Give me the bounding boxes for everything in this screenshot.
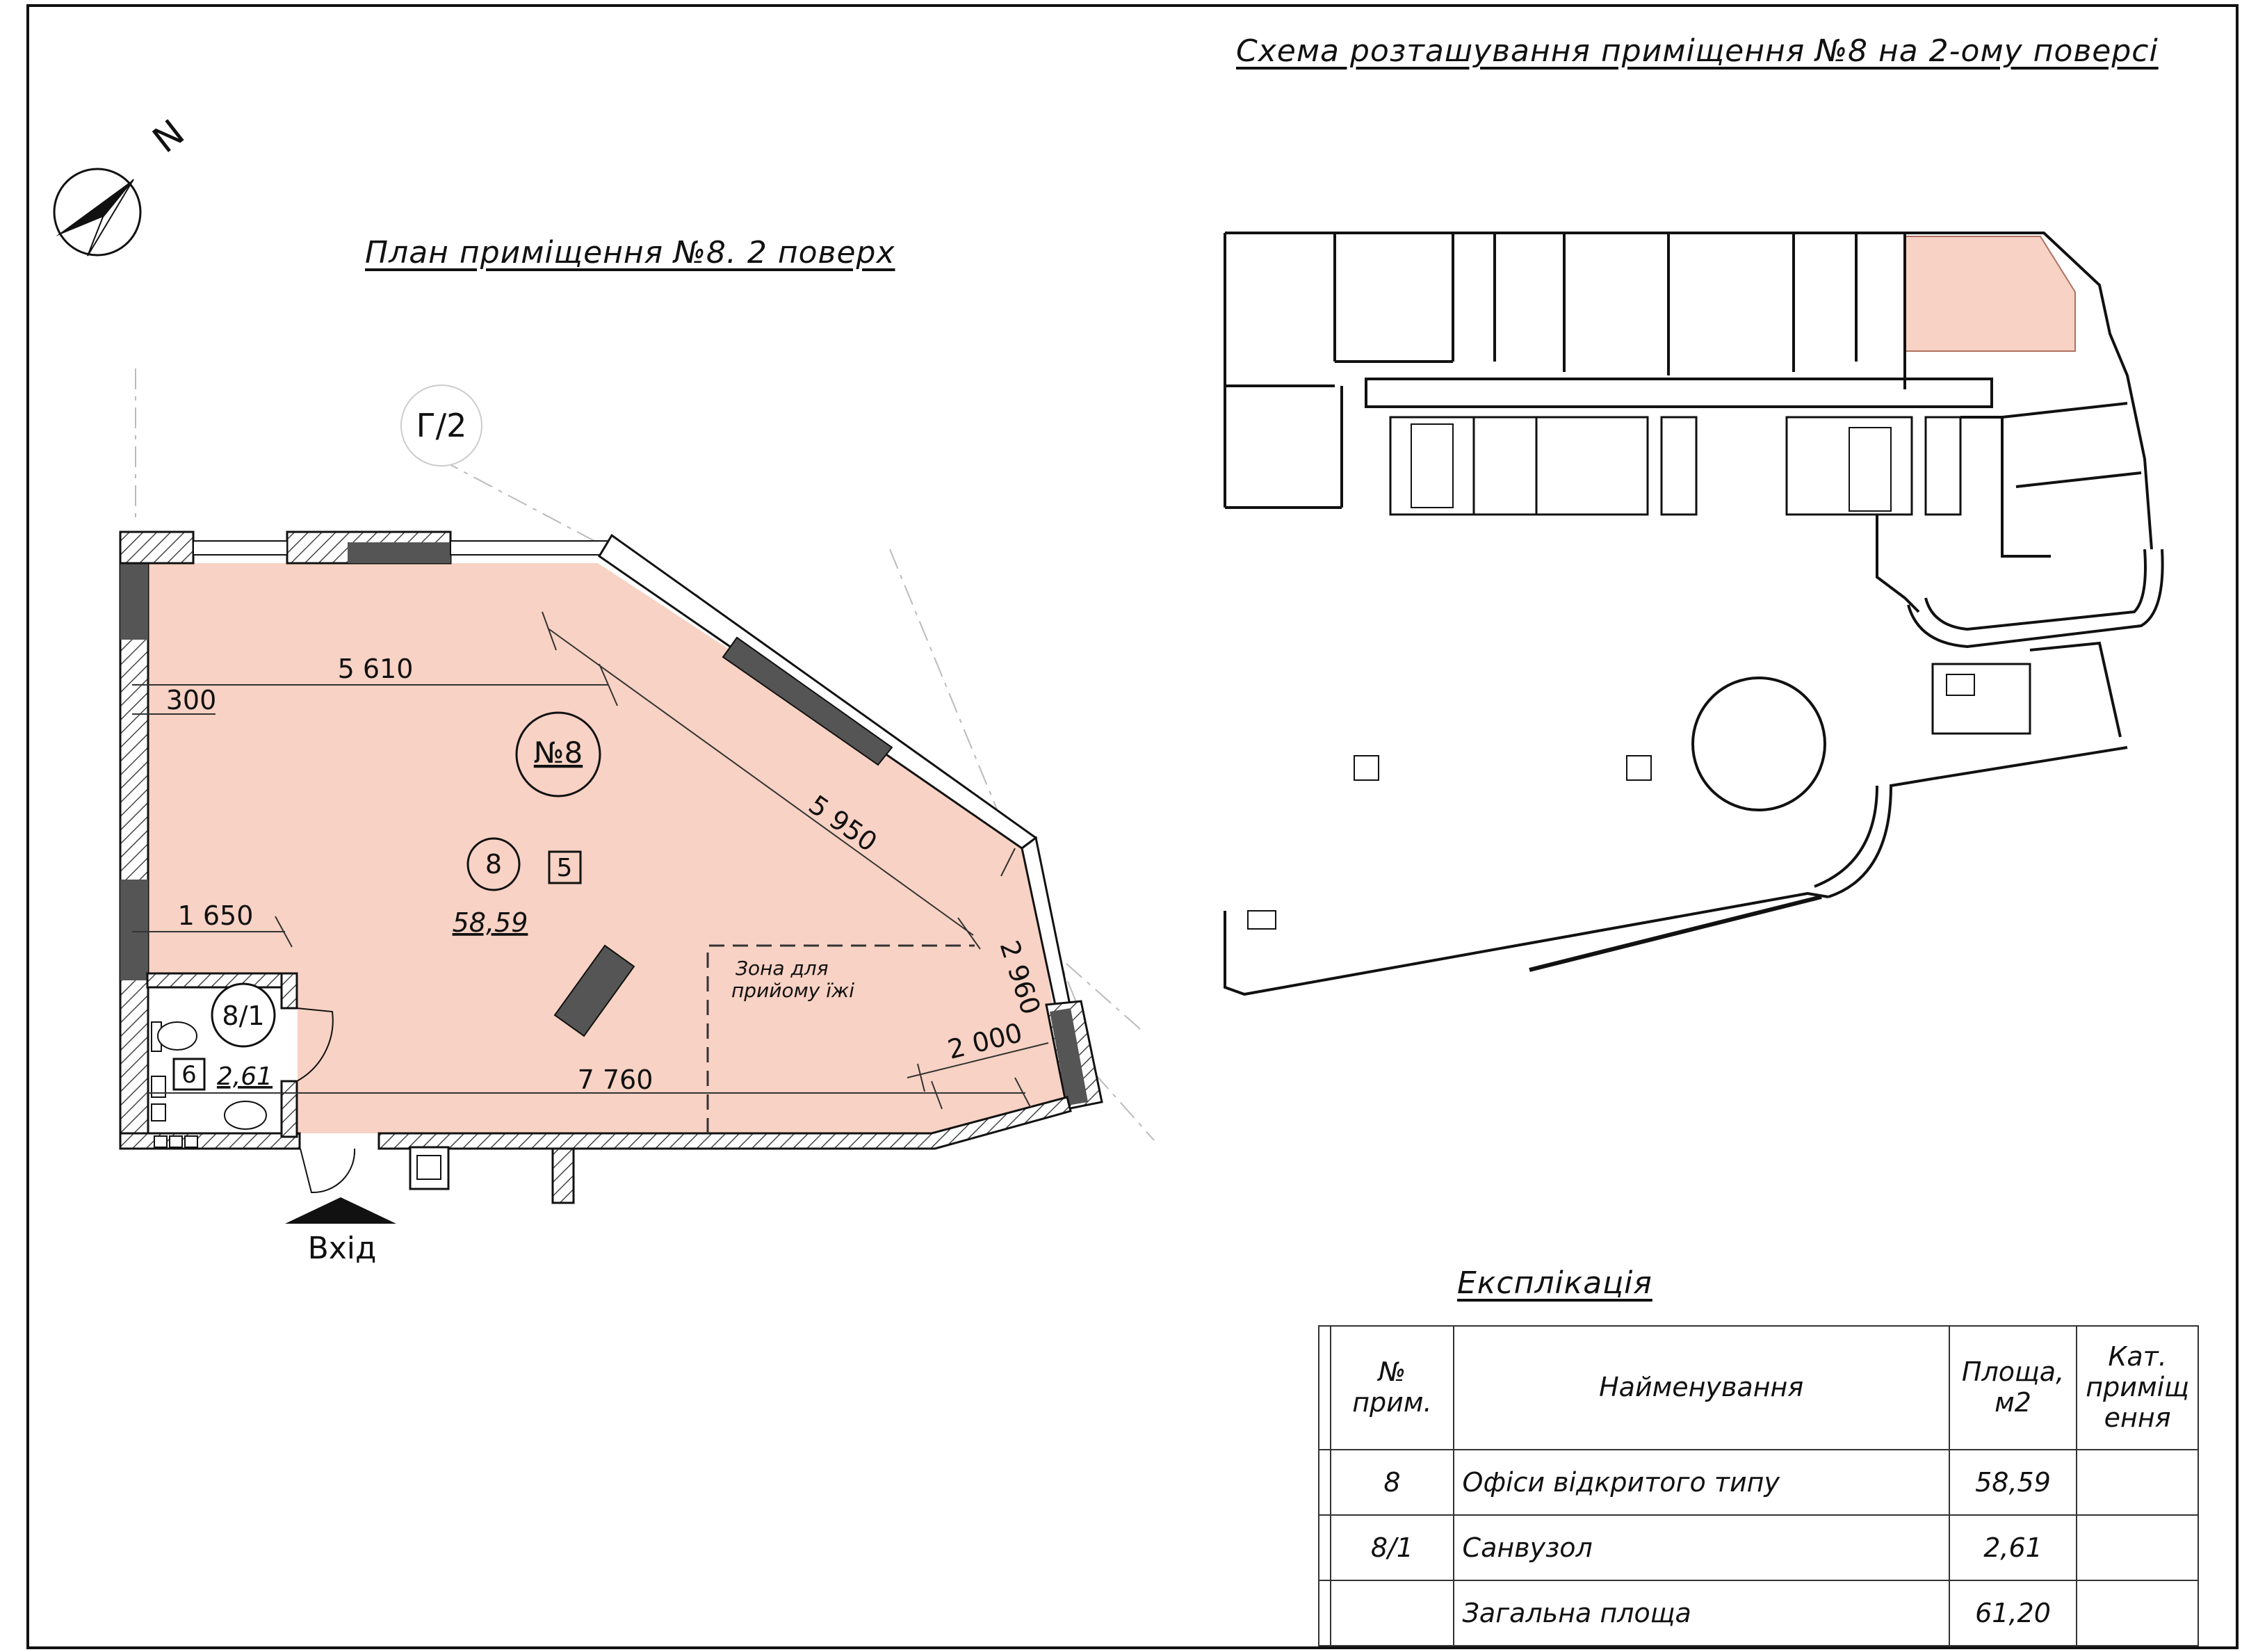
dim-5610: 5 610: [338, 654, 414, 684]
row-num: [1330, 1580, 1454, 1646]
row-category: [2076, 1514, 2199, 1581]
sheet-border: [26, 4, 2239, 1649]
plan-title: План приміщення №8. 2 поверх: [365, 235, 895, 270]
room-8-floor: [147, 563, 1067, 1133]
walls: [119, 531, 1103, 1204]
dim-7760: 7 760: [578, 1064, 653, 1095]
header-num: № прим.: [1330, 1325, 1454, 1450]
floor-plan: Г/2: [119, 369, 1155, 1266]
north-label: N: [145, 112, 193, 161]
table-row: 8 Офіси відкритого типу 58,59: [1317, 1449, 2199, 1516]
header-area: Площа, м2: [1948, 1325, 2078, 1450]
location-scheme: [1224, 232, 2164, 996]
room-badge: №8: [534, 736, 583, 770]
header-name: Найменування: [1452, 1325, 1950, 1450]
entrance-label: Вхід: [308, 1231, 377, 1266]
room-8-1-number: 8/1: [222, 1001, 264, 1031]
row-area: 61,20: [1948, 1580, 2078, 1646]
dim-300: 300: [166, 685, 217, 715]
row-name: Загальна площа: [1452, 1580, 1950, 1646]
row-name: Санвузол: [1452, 1514, 1950, 1581]
explication-table: № прим. Найменування Площа, м2 Кат. прим…: [1317, 1325, 2199, 1646]
explication-title: Експлікація: [1457, 1265, 1652, 1301]
zone-label-line2: прийому їжі: [731, 979, 854, 1002]
row-num: 8/1: [1330, 1514, 1454, 1581]
room-8-1-category: 6: [181, 1061, 197, 1089]
room-badge-circle: [515, 711, 601, 797]
table-header-row: № прим. Найменування Площа, м2 Кат. прим…: [1317, 1325, 2199, 1450]
row-category: [2076, 1449, 2199, 1516]
dimension-lines: [132, 611, 1049, 1110]
row-area: 2,61: [1948, 1514, 2078, 1581]
room-8-category: 5: [557, 854, 573, 882]
dim-1650: 1 650: [178, 900, 254, 931]
axis-label: Г/2: [416, 407, 467, 444]
dining-zone-outline: [706, 944, 975, 1133]
row-num: 8: [1330, 1449, 1454, 1516]
room-8-number: 8: [485, 849, 502, 880]
wc-fixtures: [151, 1021, 267, 1148]
entrance-arrow-icon: [285, 1197, 396, 1224]
header-category: Кат. приміщ ення: [2076, 1325, 2199, 1450]
table-row: 8/1 Санвузол 2,61: [1317, 1514, 2199, 1581]
table-total-row: Загальна площа 61,20: [1317, 1580, 2199, 1646]
scheme-title: Схема розташування приміщення №8 на 2-ом…: [1236, 33, 2159, 69]
zone-label-line1: Зона для: [736, 957, 829, 980]
scheme-highlight-room-8: [1904, 236, 2076, 352]
room-8-1-area: 2,61: [217, 1062, 273, 1091]
axis-bubble: [400, 384, 482, 467]
north-arrow-icon: N: [53, 112, 193, 257]
row-area: 58,59: [1948, 1449, 2078, 1516]
row-name: Офіси відкритого типу: [1452, 1449, 1950, 1516]
row-category: [2076, 1580, 2199, 1646]
room-8-area: 58,59: [453, 907, 528, 938]
